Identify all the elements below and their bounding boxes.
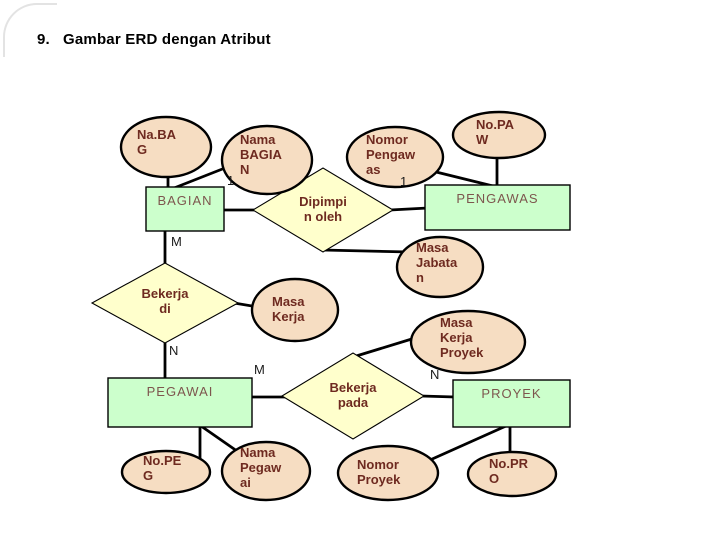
connector-dipimpinoleh-masajabatan xyxy=(321,248,411,254)
attribute-ellipse-nabag xyxy=(119,115,213,179)
attribute-ellipse-nopaw xyxy=(451,110,547,160)
attribute-ellipse-nama-pegawai xyxy=(220,440,312,502)
relationship-diamond-bekerja-pada xyxy=(280,352,426,440)
attribute-label-nopro: No.PR O xyxy=(489,456,528,486)
relationship-label-bekerja-pada: Bekerja pada xyxy=(329,380,377,410)
cardinality-pegawai-m: M xyxy=(254,362,265,377)
cardinality-pegawai-n: N xyxy=(169,343,179,358)
attribute-label-nopaw: No.PA W xyxy=(476,117,515,147)
connector-bekerjapada-masakerjaproyek xyxy=(352,336,416,359)
cardinality-proyek-n: N xyxy=(430,367,440,382)
attribute-ellipse-masa-jabatan xyxy=(395,235,485,299)
connector-nomorpengawas-pengawas xyxy=(427,168,498,189)
connector-namabagian-bagian xyxy=(168,164,231,192)
entity-label-bagian: BAGIAN xyxy=(157,193,213,208)
slide-title: 9. Gambar ERD dengan Atribut xyxy=(37,31,271,48)
connector-proyek-nomorproyek xyxy=(429,424,507,462)
entity-box-proyek xyxy=(452,379,571,428)
attribute-ellipse-masa-kerja xyxy=(250,277,340,343)
entity-label-proyek: PROYEK xyxy=(481,386,542,401)
title-number: 9. xyxy=(37,31,50,48)
attribute-ellipse-nopeg xyxy=(120,449,212,495)
entity-box-pengawas xyxy=(424,184,571,231)
entity-box-bagian xyxy=(145,186,225,232)
title-text: Gambar ERD dengan Atribut xyxy=(63,31,271,48)
connector-bekerjapada-proyek xyxy=(420,394,456,399)
attribute-ellipse-nopro xyxy=(466,450,558,498)
attribute-label-nomor-pengawas: Nomor Pengaw as xyxy=(366,132,416,177)
attribute-label-nama-bagian: Nama BAGIA N xyxy=(240,132,282,177)
attribute-ellipse-nama-bagian xyxy=(220,124,314,196)
relationship-diamond-bekerja-di xyxy=(90,262,240,344)
attribute-label-nopeg: No.PE G xyxy=(143,453,182,483)
attribute-label-masa-kerja: Masa Kerja xyxy=(272,294,305,324)
entity-box-pegawai xyxy=(107,377,253,428)
entity-label-pegawai: PEGAWAI xyxy=(146,384,214,399)
relationship-label-dipimpin-oleh: Dipimpi n oleh xyxy=(299,194,347,224)
entity-label-pengawas: PENGAWAS xyxy=(456,191,539,206)
attribute-label-nomor-proyek: Nomor Proyek xyxy=(357,457,401,487)
attribute-label-nama-pegawai: Nama Pegaw ai xyxy=(240,445,282,490)
slide-rounded-corner xyxy=(3,3,57,57)
attribute-ellipse-masa-kerja-proyek xyxy=(409,309,527,375)
attribute-ellipse-nomor-pengawas xyxy=(345,125,445,189)
attribute-label-masa-kerja-proyek: Masa Kerja Proyek xyxy=(440,315,484,360)
relationship-label-bekerja-di: Bekerja di xyxy=(141,286,189,316)
cardinality-bagian-m: M xyxy=(171,234,182,249)
attribute-label-nabag: Na.BA G xyxy=(137,127,177,157)
cardinality-bagian-1: 1 xyxy=(227,173,235,188)
connector-dipimpinoleh-pengawas xyxy=(389,206,429,212)
attribute-ellipse-nomor-proyek xyxy=(336,444,440,502)
attribute-label-masa-jabatan: Masa Jabata n xyxy=(416,240,458,285)
cardinality-pengawas-1: 1 xyxy=(400,174,408,189)
